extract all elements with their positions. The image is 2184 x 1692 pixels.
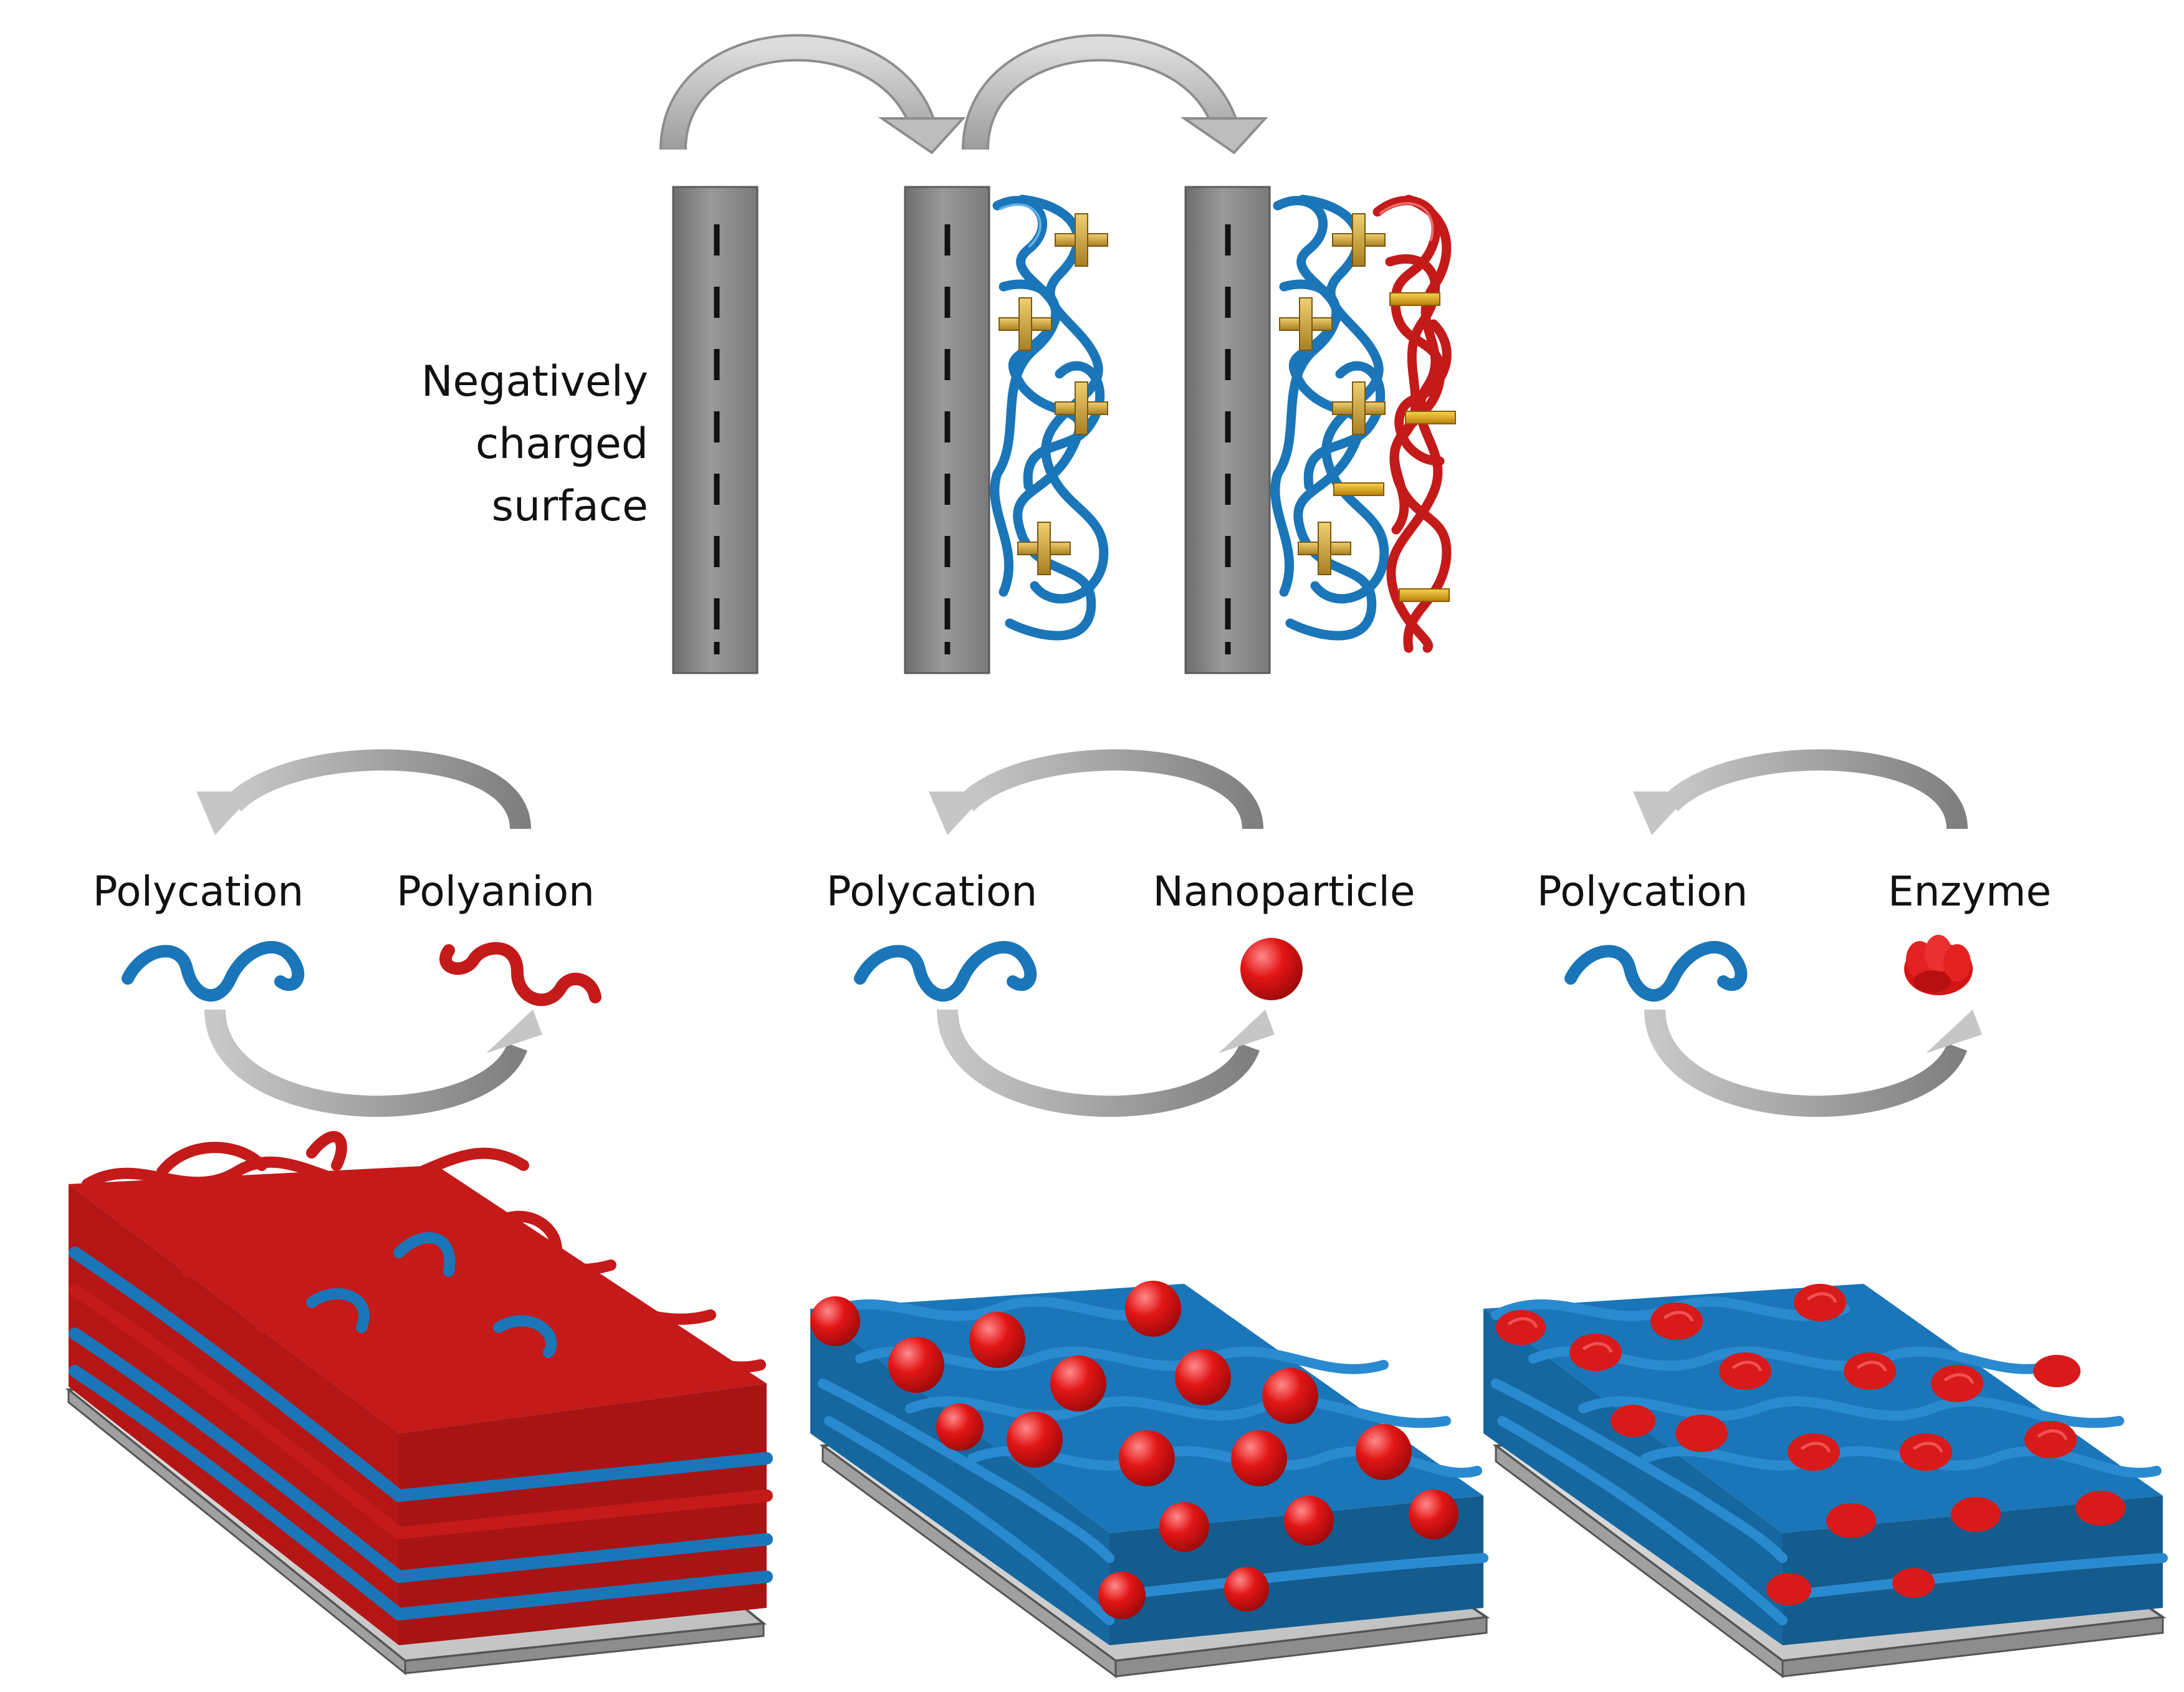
plate-1	[672, 186, 759, 674]
surface-label: Negatively charged surface	[421, 357, 648, 531]
cycle-3-top-arrow	[1633, 749, 1968, 835]
cycle-2-left-label: Polycation	[826, 868, 1037, 915]
cycle-3-right-label: Enzyme	[1888, 868, 2051, 915]
top-arrow-1	[659, 34, 966, 155]
cycle-2-polycation-coil	[854, 941, 1037, 1002]
cycle-1-polyanion-coil	[439, 942, 601, 1006]
cycle-2-right-label: Nanoparticle	[1153, 868, 1415, 915]
charges-plate-3	[1279, 213, 1456, 602]
enzyme-icon	[1904, 935, 1973, 995]
cycle-1-top-arrow	[196, 749, 531, 835]
cycle-1-polycation-coil	[122, 941, 305, 1002]
polyanion-layer-plate-3	[1372, 194, 1452, 653]
cycle-2-bottom-arrow	[937, 1009, 1275, 1117]
cycle-2-top-arrow	[929, 749, 1263, 835]
surface-label-line-1: Negatively	[421, 357, 648, 406]
surface-label-line-3: surface	[492, 482, 648, 531]
top-arrow-2	[962, 34, 1268, 155]
cycle-3-polycation-coil	[1564, 941, 1748, 1002]
cycle-1-bottom-arrow	[204, 1009, 542, 1117]
surface-label-line-2: charged	[476, 419, 648, 469]
cycle-1-right-label: Polyanion	[396, 868, 595, 915]
film-enzyme-multilayer	[1483, 1284, 2168, 1678]
film-polyelectrolyte-multilayer	[65, 1130, 773, 1676]
cycle-3-bottom-arrow	[1644, 1009, 1982, 1117]
nanoparticle-icon	[1240, 938, 1303, 1000]
cycle-3-left-label: Polycation	[1537, 868, 1748, 915]
plate-3	[1184, 186, 1271, 674]
plus-charges-plate-2	[999, 213, 1108, 575]
cycle-1-left-label: Polycation	[93, 868, 304, 915]
film-nanoparticle-multilayer	[810, 1281, 1490, 1678]
plate-2	[904, 186, 990, 674]
